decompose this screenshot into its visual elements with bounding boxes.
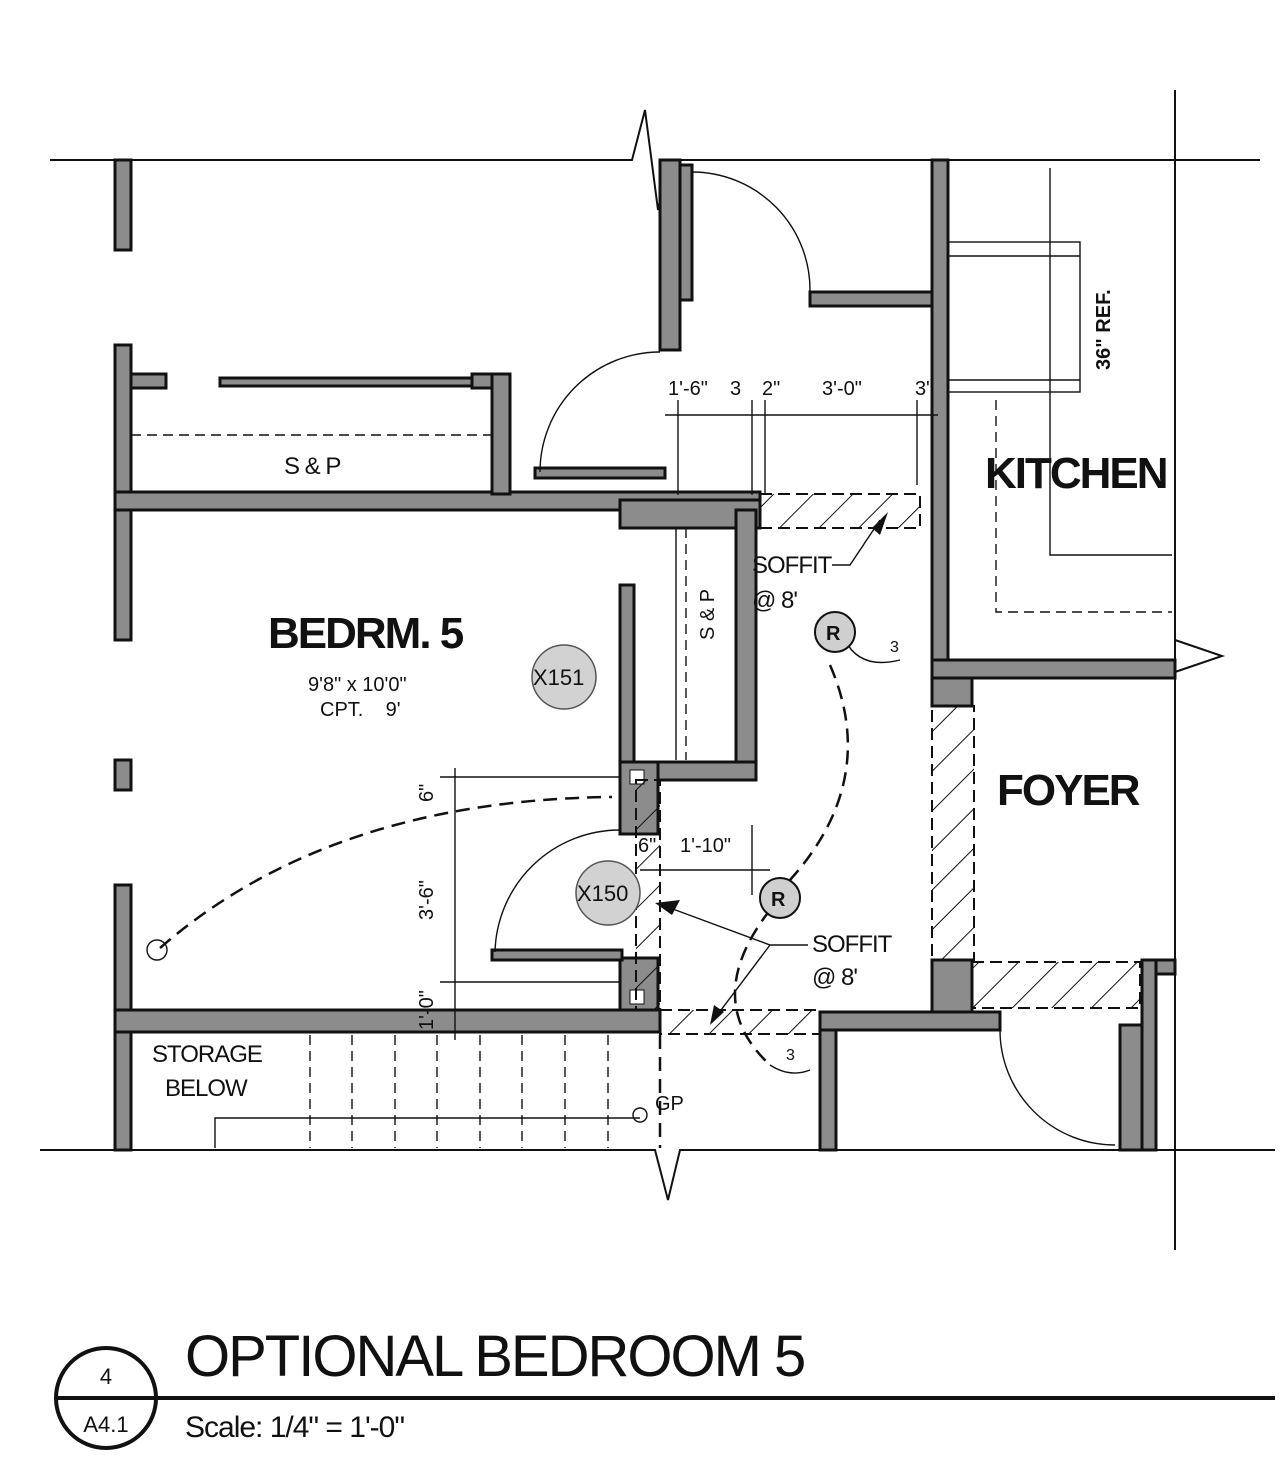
dimension-text: 3'-6" bbox=[416, 880, 438, 920]
bedroom-size: 9'8" x 10'0" bbox=[308, 674, 407, 696]
soffit-label: @ 8' bbox=[752, 587, 797, 614]
fixtures bbox=[131, 168, 1172, 1148]
dimension-text: 1'-10" bbox=[680, 835, 731, 857]
switch-label: 3 bbox=[890, 639, 899, 656]
dimension-text: 3 bbox=[730, 378, 741, 400]
gp-label: GP bbox=[655, 1093, 684, 1115]
dimension-text: 3" bbox=[915, 378, 933, 400]
dimension-text: 3'-0" bbox=[822, 378, 862, 400]
drawing-title: OPTIONAL BEDROOM 5 bbox=[185, 1324, 804, 1389]
soffit-label: @ 8' bbox=[812, 964, 857, 991]
detail-number: 4 bbox=[100, 1364, 112, 1389]
soffit-leaders bbox=[655, 512, 888, 1025]
room-label-kitchen: KITCHEN bbox=[985, 449, 1167, 498]
tag-bubble bbox=[531, 644, 597, 710]
storage-label: BELOW bbox=[165, 1075, 248, 1102]
room-label-foyer: FOYER bbox=[997, 766, 1140, 815]
stair-treads bbox=[214, 1035, 662, 1148]
dimension-lines bbox=[440, 400, 938, 1040]
drawing-scale: Scale: 1/4" = 1'-0" bbox=[185, 1411, 404, 1444]
shelf-pole-label: S & P bbox=[697, 589, 719, 640]
refrigerator-label: 36" REF. bbox=[1093, 289, 1115, 370]
receptacle-icon bbox=[814, 611, 856, 653]
room-label-bedroom: BEDRM. 5 bbox=[268, 609, 464, 658]
door-swings bbox=[494, 171, 1116, 1146]
bedroom-floor: CPT. 9' bbox=[320, 699, 401, 721]
tag-label: X151 bbox=[533, 665, 584, 690]
shelf-pole-label: S & P bbox=[284, 453, 340, 480]
dimension-text: 1'-0" bbox=[416, 990, 438, 1030]
receptacle-label: R bbox=[826, 623, 841, 645]
receptacle-icon bbox=[759, 877, 801, 919]
sheet-number: A4.1 bbox=[83, 1412, 128, 1437]
soffit-label: SOFFIT bbox=[812, 931, 893, 958]
tag-bubble bbox=[575, 860, 641, 926]
dimension-text: 6" bbox=[416, 784, 438, 802]
storage-label: STORAGE bbox=[152, 1041, 262, 1068]
soffit-hatch-areas bbox=[635, 493, 1141, 1035]
dimension-text: 6" bbox=[638, 835, 656, 857]
dimension-text: 2" bbox=[762, 378, 780, 400]
soffit-label: SOFFIT bbox=[752, 552, 833, 579]
dimension-text: 1'-6" bbox=[668, 378, 708, 400]
receptacle-label: R bbox=[771, 889, 786, 911]
electrical-wiring bbox=[146, 611, 901, 1123]
title-block: 4 A4.1 OPTIONAL BEDROOM 5 Scale: 1/4" = … bbox=[54, 1324, 1275, 1450]
walls bbox=[113, 158, 1177, 1152]
switch-label: 3 bbox=[786, 1047, 795, 1064]
tag-label: X150 bbox=[577, 881, 628, 906]
